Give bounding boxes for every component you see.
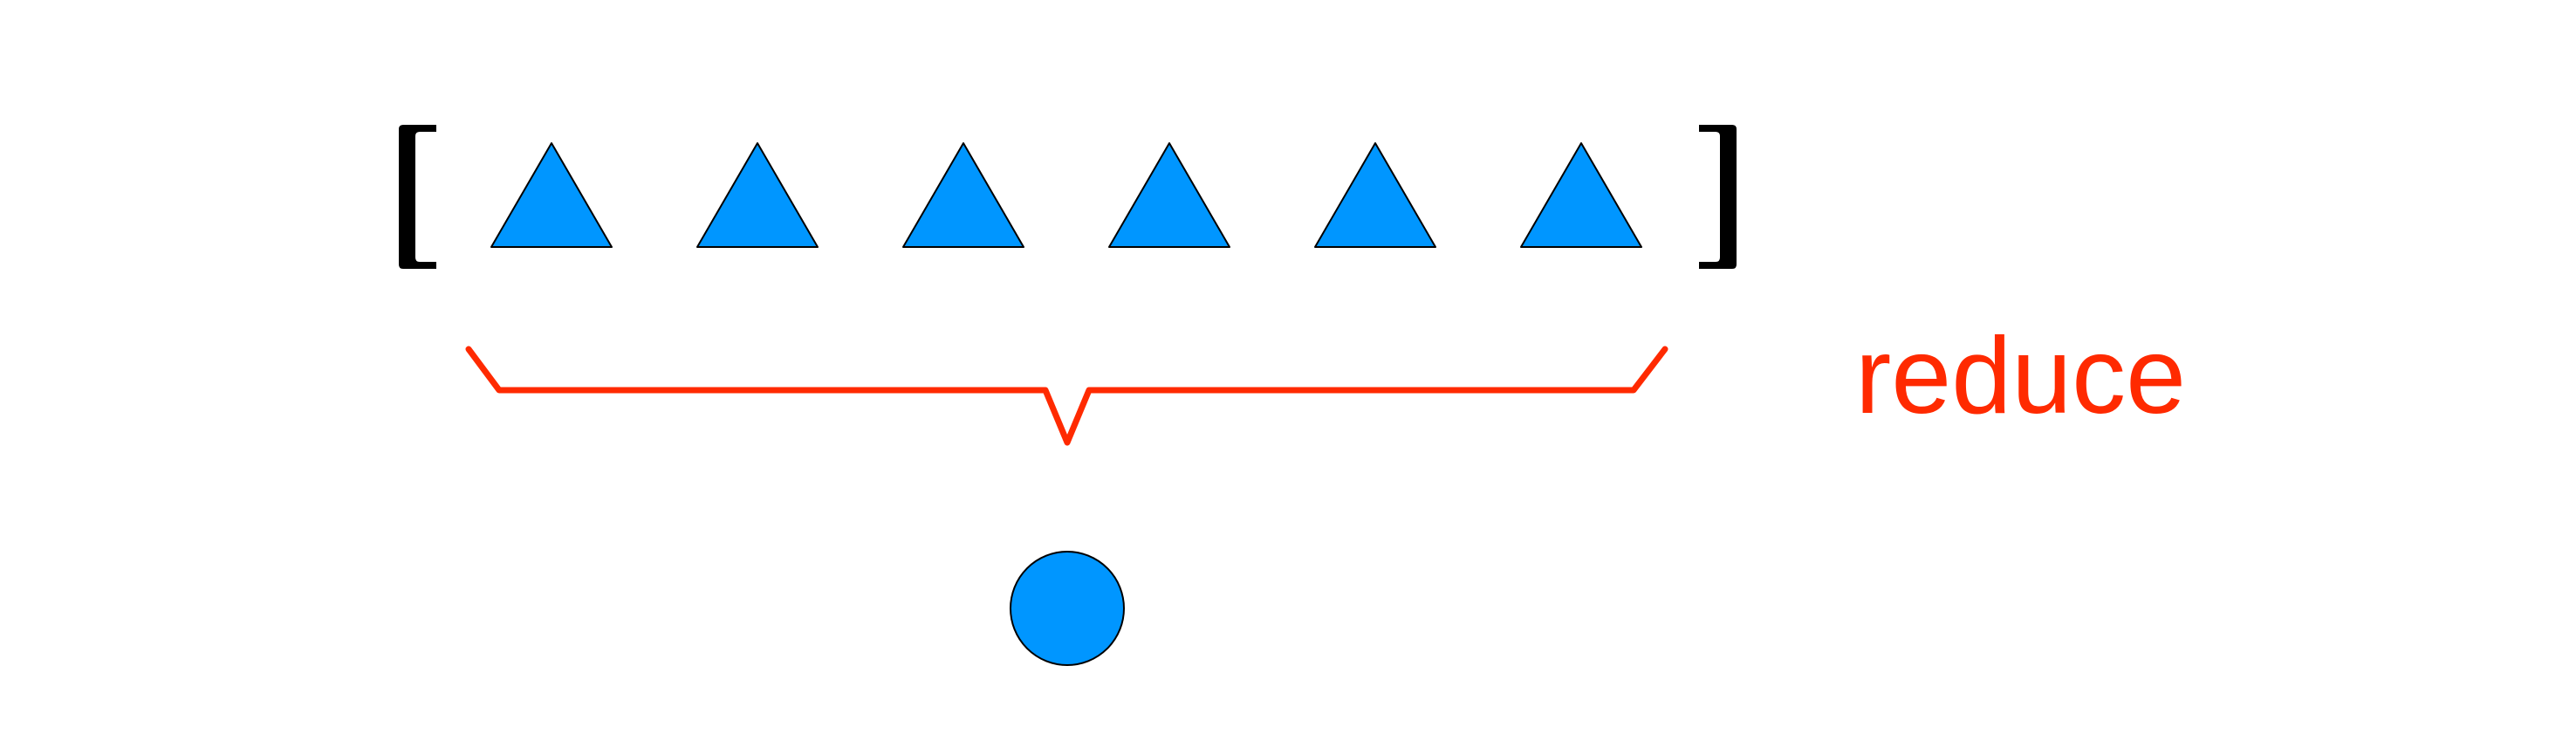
reduce-label: reduce xyxy=(1855,316,2186,436)
triangle-item-3 xyxy=(902,142,1024,248)
reduce-brace xyxy=(465,346,1668,446)
result-circle xyxy=(1010,551,1125,666)
right-bracket xyxy=(1699,125,1737,269)
left-bracket xyxy=(399,125,436,269)
triangle-item-5 xyxy=(1314,142,1436,248)
triangle-item-4 xyxy=(1108,142,1230,248)
triangle-item-1 xyxy=(490,142,613,248)
triangle-item-2 xyxy=(696,142,819,248)
triangle-item-6 xyxy=(1520,142,1642,248)
input-array-items xyxy=(490,142,1642,248)
